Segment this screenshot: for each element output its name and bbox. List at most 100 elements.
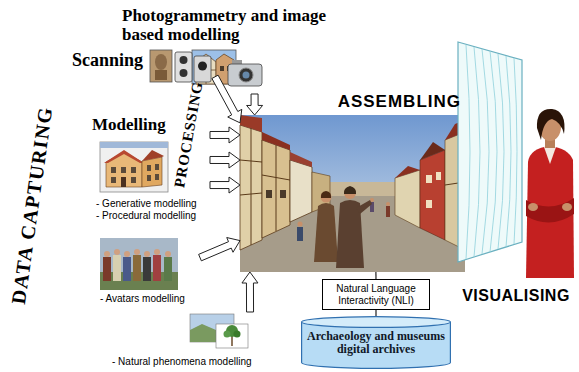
avatars-picture bbox=[100, 238, 178, 290]
street-scene bbox=[330, 182, 395, 198]
street-scene bbox=[262, 140, 290, 238]
database-text: Archaeology and museums digital archives bbox=[301, 316, 451, 360]
bullet-item: - Generative modelling bbox=[92, 198, 210, 210]
street-scene bbox=[344, 186, 356, 194]
street-scene bbox=[321, 192, 332, 203]
street-scene bbox=[386, 206, 390, 217]
scanner-picture bbox=[155, 70, 167, 80]
display-screen bbox=[458, 42, 522, 262]
building-model-picture bbox=[121, 177, 126, 187]
viewer-figure bbox=[544, 147, 556, 164]
stage-label: VISUALISING bbox=[462, 286, 570, 305]
display-screen bbox=[466, 45, 470, 259]
building-model-picture bbox=[104, 150, 144, 163]
scanner-picture bbox=[175, 52, 192, 82]
landscape-picture bbox=[234, 331, 241, 338]
street-scene bbox=[426, 175, 432, 183]
street-scene bbox=[290, 152, 312, 167]
flow-arrow bbox=[247, 94, 263, 115]
flow-arrow bbox=[210, 127, 240, 143]
building-model-picture bbox=[100, 142, 168, 192]
street-scene bbox=[356, 200, 372, 214]
photo-camera-picture bbox=[228, 64, 262, 86]
photo-camera-picture bbox=[192, 50, 262, 86]
avatars-picture bbox=[134, 249, 140, 255]
flow-arrow bbox=[212, 75, 242, 123]
building-model-picture bbox=[111, 167, 116, 173]
viewer-figure bbox=[528, 203, 538, 211]
building-model-picture bbox=[131, 177, 136, 183]
photo-camera-picture bbox=[243, 72, 250, 79]
viewer-figure bbox=[562, 203, 572, 211]
photo-camera-picture bbox=[220, 66, 224, 71]
scanner-picture bbox=[198, 62, 207, 71]
street-scene bbox=[240, 115, 465, 272]
street-scene bbox=[297, 227, 303, 241]
flow-arrow bbox=[242, 272, 258, 312]
building-model-picture bbox=[131, 167, 136, 173]
building-model-picture bbox=[106, 152, 142, 187]
avatars-picture bbox=[100, 238, 178, 290]
database-cylinder: Archaeology and museums digital archives bbox=[301, 316, 451, 369]
street-scene bbox=[344, 187, 356, 199]
scanner-picture bbox=[150, 50, 172, 82]
street-scene bbox=[386, 202, 390, 206]
landscape-picture bbox=[224, 331, 231, 338]
viewer-figure bbox=[526, 109, 574, 278]
photo-camera-picture bbox=[239, 68, 253, 82]
flow-arrow bbox=[199, 238, 240, 261]
stage-heading: ASSEMBLING bbox=[240, 92, 465, 112]
scanner-picture bbox=[150, 50, 211, 82]
display-screen bbox=[482, 49, 489, 254]
building-model-picture bbox=[142, 157, 162, 187]
avatars-picture bbox=[143, 257, 151, 281]
avatars-picture bbox=[153, 255, 161, 281]
display-screen bbox=[506, 56, 511, 247]
street-scene bbox=[420, 142, 445, 160]
street-scene bbox=[240, 125, 262, 250]
building-model-picture bbox=[142, 150, 164, 161]
stage-label: DATA CAPTURING bbox=[7, 105, 57, 306]
landscape-picture bbox=[216, 324, 248, 348]
link-line bbox=[375, 272, 376, 279]
label-holder: VISUALISING bbox=[462, 286, 570, 305]
building-model-picture bbox=[147, 165, 151, 171]
avatars-picture bbox=[114, 249, 120, 255]
scanner-picture bbox=[180, 69, 188, 77]
building-model-picture bbox=[155, 174, 159, 180]
scene-panel: ASSEMBLING bbox=[240, 115, 465, 272]
bullet-item: - Avatars modelling bbox=[95, 293, 200, 305]
street-scene bbox=[251, 128, 252, 245]
viewer-figure bbox=[526, 198, 574, 223]
avatars-picture bbox=[164, 257, 172, 281]
stage-group: Photogrammetry and image based modelling bbox=[120, 6, 352, 94]
street-scene bbox=[298, 222, 303, 227]
avatars-picture bbox=[113, 255, 121, 281]
scanner-picture bbox=[180, 56, 188, 64]
street-scene bbox=[276, 145, 277, 231]
stage-group: - Avatars modelling bbox=[95, 236, 200, 308]
display-screen bbox=[458, 42, 522, 262]
flow-arrow bbox=[210, 152, 240, 168]
scanner-picture bbox=[155, 54, 167, 70]
display-screen bbox=[474, 47, 480, 257]
flow-arrow bbox=[210, 177, 240, 193]
stage-heading: Scanning bbox=[70, 40, 215, 70]
building-model-picture bbox=[147, 175, 151, 181]
street-scene bbox=[314, 203, 338, 262]
avatars-picture bbox=[165, 251, 171, 257]
display-screen bbox=[514, 58, 517, 244]
street-scene bbox=[266, 190, 272, 198]
building-model-picture bbox=[111, 177, 116, 183]
stage-heading: Photogrammetry and image based modelling bbox=[120, 6, 352, 44]
street-scene bbox=[280, 190, 286, 198]
street-scene bbox=[290, 160, 312, 222]
stage-group: - Natural phenomena modelling bbox=[108, 312, 258, 367]
building-model-picture bbox=[100, 142, 168, 192]
display-screen bbox=[490, 51, 497, 252]
viewer-figure bbox=[526, 146, 574, 278]
link-line bbox=[375, 310, 376, 316]
box-text: Natural Language Interactivity (NLI) bbox=[327, 283, 425, 306]
cylinder-top bbox=[302, 317, 451, 328]
